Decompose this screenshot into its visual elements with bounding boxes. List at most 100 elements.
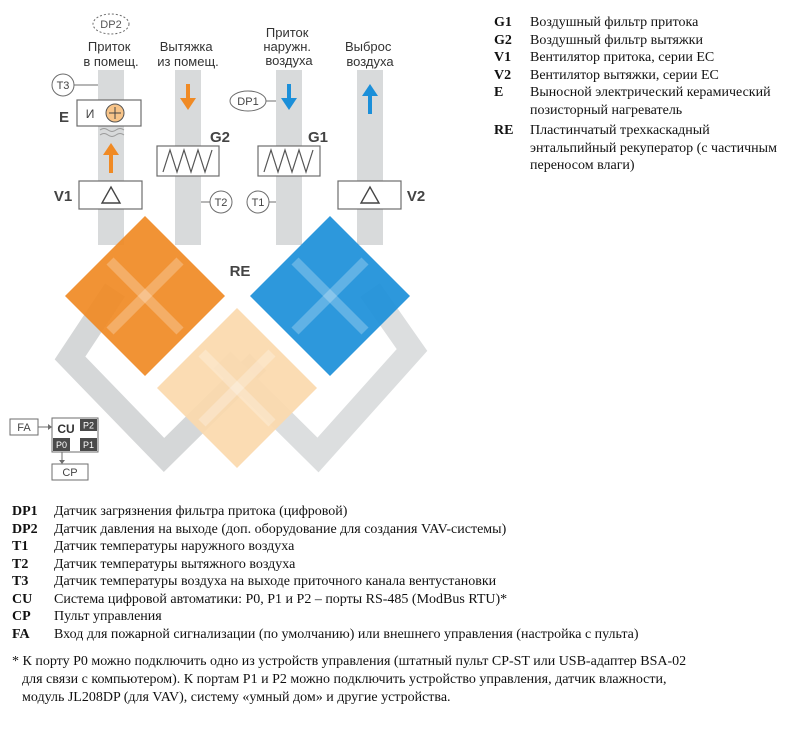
diamond-cross-marks: [106, 257, 369, 427]
filter-g1-label: G1: [308, 129, 328, 146]
legend-code: RE: [494, 123, 514, 138]
sensor-t3-label: T3: [57, 80, 70, 92]
legend-row-t1: T1 Датчик температуры наружного воздуха: [12, 538, 792, 556]
fan-v2: V2: [337, 180, 425, 210]
column-heading-line: воздуха: [346, 54, 394, 69]
legend-code: T3: [12, 574, 29, 589]
components-legend: G1 Воздушный фильтр притока G2 Воздушный…: [494, 14, 794, 175]
legend-row-v2: V2 Вентилятор вытяжки, серии EC: [494, 67, 794, 85]
sensor-t1: T1: [246, 190, 276, 214]
port-p1-label: P1: [83, 440, 94, 450]
legend-text: Датчик загрязнения фильтра притока (цифр…: [54, 504, 348, 519]
cp-box: [51, 463, 89, 481]
control-block: FA CU P2 P0 P1 CP: [9, 417, 99, 481]
sensor-t2: T2: [201, 190, 233, 214]
exchanger-supply-diamond: [65, 216, 225, 376]
port-p0: [53, 438, 70, 451]
port-p0-label: P0: [56, 440, 67, 450]
supply-arrow-shaft: [109, 153, 113, 173]
sensor-dp2: DP2: [92, 13, 130, 35]
legend-row-v1: V1 Вентилятор притока, серии EC: [494, 49, 794, 67]
column-heading-line: Приток: [266, 25, 309, 40]
legend-row-g1: G1 Воздушный фильтр притока: [494, 14, 794, 32]
heater-e: E И: [59, 99, 142, 137]
extract-arrow-down: [180, 84, 196, 110]
intake-arrow-down: [281, 84, 297, 110]
sensor-t2-label: T2: [215, 197, 228, 209]
cp-label: CP: [62, 467, 77, 479]
legend-row-cp: CP Пульт управления: [12, 608, 792, 626]
supply-arrow-up: [103, 143, 119, 173]
heater-i-label: И: [86, 107, 95, 121]
legend-text: Вентилятор притока, серии EC: [530, 50, 715, 65]
cp-link-arrow: [59, 460, 65, 464]
cross-blue-a: [291, 257, 369, 335]
legend-text: Датчик температуры наружного воздуха: [54, 539, 295, 554]
legend-code: V1: [494, 50, 512, 65]
column-heading-exhaust-out: Выброс воздуха: [345, 39, 395, 69]
sensor-dp1-outline: [229, 90, 267, 112]
legend-text: Датчик давления на выходе (доп. оборудов…: [54, 521, 507, 537]
recuperator-label: RE: [230, 263, 251, 280]
cu-label: CU: [57, 422, 74, 436]
column-heading-line: Вытяжка: [160, 39, 214, 54]
filter-g1: G1: [257, 129, 328, 177]
recuperator-core: [65, 216, 410, 468]
intake-arrow-shaft: [287, 84, 291, 100]
port-p2-label: P2: [83, 421, 94, 431]
cross-peach-b: [198, 349, 276, 427]
filter-g2: G2: [156, 129, 230, 177]
exchanger-exhaust-diamond: [250, 216, 410, 376]
sensor-dp1: DP1: [229, 90, 276, 112]
sensor-dp2-outline: [92, 13, 130, 35]
legend-code: DP2: [12, 521, 38, 537]
legend-text: Вентилятор вытяжки, серии EC: [530, 67, 719, 83]
legend-row-re: RE Пластинчатый трехкаскадный энтальпийн…: [494, 122, 794, 175]
legend-row-dp2: DP2 Датчик давления на выходе (доп. обор…: [12, 521, 792, 539]
footnote-line: модуль JL208DP (для VAV), систему «умный…: [22, 690, 451, 705]
column-heading-extract-room: Вытяжка из помещ.: [157, 39, 219, 69]
legend-code: FA: [12, 626, 30, 642]
port-p1: [80, 438, 97, 451]
filter-g2-pleats: [162, 148, 213, 174]
legend-code: T1: [12, 539, 29, 554]
footnote-line: * К порту P0 можно подключить одно из ус…: [12, 654, 687, 669]
extract-arrow-shaft: [186, 84, 190, 100]
heater-e-label: E: [59, 109, 69, 126]
exhaust-arrow-head: [362, 84, 378, 96]
cross-blue-b: [291, 257, 369, 335]
filter-g2-label: G2: [210, 129, 230, 146]
column-heading-supply-room: Приток в помещ.: [83, 39, 138, 69]
legend-row-cu: CU Система цифровой автоматики: P0, P1 и…: [12, 591, 792, 609]
exchanger-mixed-diamond: [157, 308, 317, 468]
legend-text: Воздушный фильтр притока: [530, 15, 699, 30]
sensors-legend: DP1 Датчик загрязнения фильтра притока (…: [12, 503, 792, 643]
legend-code: T2: [12, 556, 29, 572]
column-heading-line: наружн.: [263, 39, 311, 54]
legend-text: Вход для пожарной сигнализации (по умолч…: [54, 626, 639, 642]
legend-code: G2: [494, 32, 512, 48]
legend-text: Датчик температуры вытяжного воздуха: [54, 556, 296, 572]
legend-code: V2: [494, 67, 512, 83]
fa-link-arrow: [48, 424, 52, 430]
legend-row-t3: T3 Датчик температуры воздуха на выходе …: [12, 573, 792, 591]
column-heading-outdoor-intake: Приток наружн. воздуха: [263, 25, 314, 68]
filter-g1-pleats: [263, 148, 314, 174]
fan-v2-box: [337, 180, 402, 210]
legend-row-dp1: DP1 Датчик загрязнения фильтра притока (…: [12, 503, 792, 521]
column-heading-line: воздуха: [265, 53, 313, 68]
sensor-dp2-label: DP2: [100, 19, 121, 31]
sensor-t2-circle: [209, 190, 233, 214]
sensor-t1-circle: [246, 190, 270, 214]
column-heading-line: Выброс: [345, 39, 392, 54]
legend-code: E: [494, 85, 504, 100]
legend-row-fa: FA Вход для пожарной сигнализации (по ум…: [12, 626, 792, 644]
footnote: * К порту P0 можно подключить одно из ус…: [12, 653, 752, 707]
cross-orange-a: [106, 257, 184, 335]
legend-code: DP1: [12, 504, 38, 519]
sensor-t1-label: T1: [252, 197, 265, 209]
intake-arrow-head: [281, 98, 297, 110]
fan-v1-triangle-icon: [100, 185, 122, 204]
legend-text: Пластинчатый трехкаскадный энтальпийный …: [530, 123, 777, 173]
cross-orange-b: [106, 257, 184, 335]
